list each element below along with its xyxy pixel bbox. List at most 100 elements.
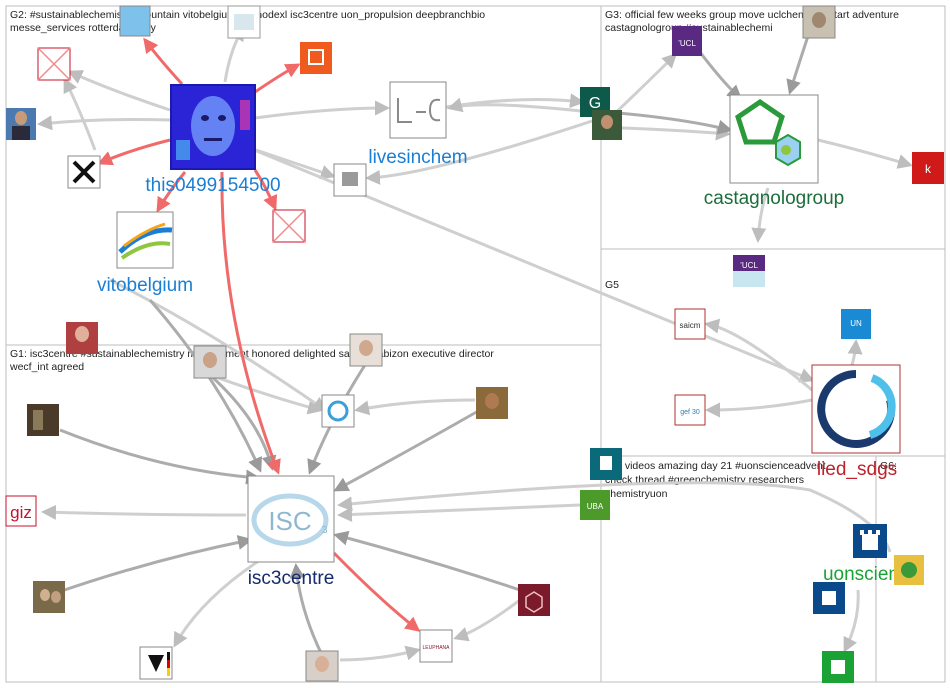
- node-avatar-red-k[interactable]: k: [912, 152, 944, 184]
- node-avatar-woman-g1[interactable]: [349, 333, 383, 367]
- node-castagnologroup[interactable]: castagnologroup: [704, 94, 845, 209]
- node-avatar-g2-orange[interactable]: [300, 42, 332, 74]
- node-avatar-uon-green[interactable]: [822, 651, 854, 683]
- un-environment-icon: UN: [850, 319, 862, 328]
- logo-icon: [901, 562, 917, 578]
- edge: [254, 100, 390, 120]
- node-livesinchem[interactable]: livesinchem: [368, 81, 468, 168]
- node-avatar-g3-man[interactable]: [802, 5, 836, 39]
- edge: [41, 504, 247, 520]
- network-icon: [327, 400, 349, 422]
- edge: [847, 339, 863, 366]
- person-icon: [601, 115, 613, 129]
- node-uba[interactable]: UBA: [580, 490, 610, 520]
- node-label: vitobelgium: [97, 275, 193, 296]
- giz-logo-icon: giz: [10, 503, 32, 522]
- node-broken-image-1[interactable]: [37, 47, 71, 81]
- node-gef[interactable]: gef 30: [674, 394, 706, 426]
- node-avatar-g2-topleft[interactable]: [119, 5, 151, 37]
- person-icon: [75, 326, 89, 342]
- broken-image-icon: [272, 209, 306, 243]
- edge: [843, 589, 860, 653]
- node-avatar-g4-teal[interactable]: [590, 448, 622, 480]
- uba-logo-icon: UBA: [587, 502, 604, 511]
- g-letter-icon: G: [589, 95, 601, 112]
- edge: [453, 598, 521, 642]
- edge: [339, 645, 421, 662]
- node-avatar-man-glasses[interactable]: [476, 387, 508, 419]
- node-avatar-g2-top[interactable]: [227, 5, 261, 39]
- edge: [229, 138, 815, 383]
- node-avatar-people-photo[interactable]: [33, 581, 65, 613]
- edge: [143, 37, 184, 86]
- uon-castle-icon: [822, 591, 836, 605]
- node-vitobelgium[interactable]: vitobelgium: [97, 211, 193, 296]
- node-label: isc3centre: [248, 568, 335, 589]
- node-avatar-network-logo[interactable]: [321, 394, 355, 428]
- person-icon: [15, 111, 27, 125]
- group-g6-title: G6:: [880, 460, 897, 472]
- node-label: this0499154500: [145, 175, 280, 196]
- node-this0499154500[interactable]: this0499154500: [145, 84, 281, 196]
- ucl-logo-icon: ’UCL: [740, 261, 758, 270]
- svg-text:ISC: ISC: [268, 506, 311, 536]
- svg-text:3: 3: [322, 525, 328, 536]
- blue-ring-logo-icon: [817, 370, 896, 448]
- node-ucl-bottom[interactable]: ’UCL: [733, 255, 765, 287]
- lc-logo-icon: [397, 98, 441, 123]
- node-broken-image-2[interactable]: [272, 209, 306, 243]
- edge: [705, 398, 813, 418]
- uon-castle-icon: [831, 660, 845, 674]
- ucl-logo-icon: ’UCL: [678, 39, 696, 48]
- logo-icon: [600, 456, 612, 470]
- edge: [59, 428, 261, 485]
- node-avatar-uon-2[interactable]: [813, 582, 845, 614]
- k-logo-icon: k: [925, 162, 932, 176]
- edge: [751, 187, 770, 243]
- saicm-logo-icon: saicm: [680, 321, 701, 330]
- node-avatar-man-bottom[interactable]: [305, 650, 339, 682]
- logo-icon: [308, 49, 324, 65]
- node-avatar-eagle[interactable]: [139, 646, 173, 680]
- node-lied_sdgs[interactable]: lied_sdgs: [811, 364, 901, 480]
- node-avatar-g3-woman[interactable]: [592, 110, 622, 140]
- edge: [621, 125, 731, 141]
- edge: [63, 77, 97, 151]
- leuphana-logo-icon: LEUPHANA: [423, 645, 451, 651]
- group-g3-title: G3: official few weeks group move uclche…: [605, 9, 902, 34]
- node-avatar-cube[interactable]: [518, 584, 550, 616]
- node-avatar-suit-man[interactable]: [6, 108, 36, 140]
- cube-icon: [525, 591, 543, 613]
- photo-icon: [33, 410, 43, 430]
- glitch-face-portrait-icon: [172, 86, 254, 168]
- edge: [208, 373, 277, 471]
- broken-image-icon: [37, 47, 71, 81]
- edge: [333, 530, 521, 592]
- node-label: lied_sdgs: [817, 459, 897, 480]
- person-icon: [485, 393, 499, 409]
- person-icon: [315, 656, 329, 672]
- node-isc3centre[interactable]: ISC 3 isc3centre: [247, 475, 335, 589]
- node-saicm[interactable]: saicm: [674, 308, 706, 340]
- node-avatar-black-white-logo[interactable]: [67, 155, 101, 189]
- node-avatar-dark-photo[interactable]: [27, 404, 59, 436]
- edge: [173, 558, 261, 648]
- node-avatar-woman-g2[interactable]: [66, 322, 98, 354]
- edges-red: [97, 37, 421, 632]
- node-leuphana[interactable]: LEUPHANA: [419, 629, 453, 663]
- edge: [704, 318, 813, 392]
- isc3-logo-icon: ISC 3: [251, 493, 329, 547]
- node-ucl-top[interactable]: ’UCL: [672, 26, 702, 56]
- node-giz[interactable]: giz: [5, 495, 37, 527]
- node-un[interactable]: UN: [841, 309, 871, 339]
- edge: [148, 299, 262, 473]
- node-avatar-g6[interactable]: [894, 555, 924, 585]
- node-avatar-columns[interactable]: [333, 163, 367, 197]
- group-box-g6: [875, 455, 946, 683]
- building-icon: [342, 172, 358, 186]
- node-avatar-man-g1[interactable]: [193, 345, 227, 379]
- edge: [817, 138, 913, 169]
- document-icon: [234, 14, 254, 30]
- edge: [605, 110, 733, 135]
